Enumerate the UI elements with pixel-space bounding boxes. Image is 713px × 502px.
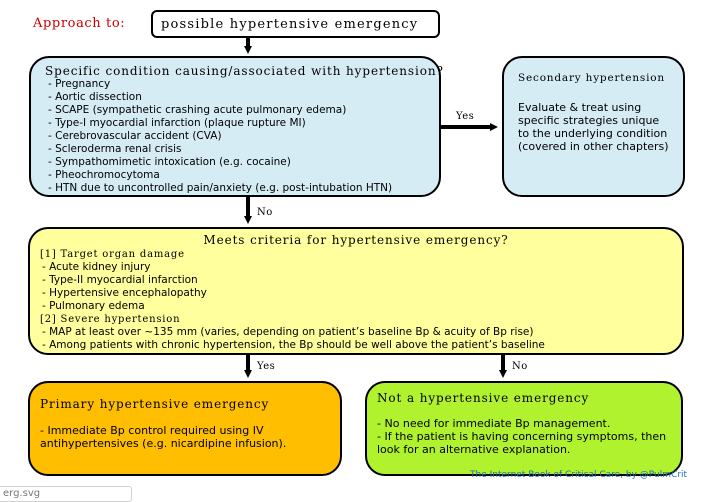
not-emergency-line: look for an alternative explanation. (377, 443, 571, 456)
condition-item: - Scleroderma renal crisis (48, 143, 182, 155)
secondary-line: (covered in other chapters) (518, 140, 669, 153)
condition-item: - Pheochromocytoma (48, 169, 160, 181)
condition-item: - Pregnancy (48, 78, 111, 90)
approach-label: Approach to: (33, 16, 126, 31)
condition-item: - Cerebrovascular accident (CVA) (48, 130, 222, 142)
not-emergency-box: Not a hypertensive emergency - No need f… (365, 381, 683, 476)
primary-title: Primary hypertensive emergency (40, 397, 270, 411)
secondary-title: Secondary hypertension (518, 72, 665, 84)
yes-label: Yes (257, 361, 276, 372)
criteria-question: Meets criteria for hypertensive emergenc… (203, 233, 509, 247)
severe-hypertension-title: [2] Severe hypertension (40, 314, 181, 325)
yes-label: Yes (456, 111, 475, 122)
no-label: No (257, 207, 273, 218)
specific-conditions-box: Specific condition causing/associated wi… (29, 56, 444, 197)
secondary-line: specific strategies unique (518, 114, 660, 127)
not-emergency-title: Not a hypertensive emergency (377, 391, 590, 405)
no-label: No (512, 361, 528, 372)
primary-line: antihypertensives (e.g. nicardipine infu… (40, 437, 287, 450)
condition-item: - HTN due to uncontrolled pain/anxiety (… (48, 182, 393, 194)
condition-item: - Type-I myocardial infarction (plaque r… (48, 117, 306, 129)
secondary-line: Evaluate & treat using (518, 101, 642, 114)
condition-item: - Aortic dissection (48, 91, 142, 103)
secondary-hypertension-box: Secondary hypertension Evaluate & treat … (502, 56, 685, 197)
condition-item: - Sympathomimetic intoxication (e.g. coc… (48, 156, 291, 168)
page-title: possible hypertensive emergency (151, 10, 440, 38)
primary-line: - Immediate Bp control required using IV (40, 424, 264, 437)
criteria-item: - Hypertensive encephalopathy (42, 287, 207, 299)
primary-emergency-box: Primary hypertensive emergency - Immedia… (28, 381, 342, 476)
condition-item: - SCAPE (sympathetic crashing acute pulm… (48, 104, 347, 116)
not-emergency-line: - If the patient is having concerning sy… (377, 430, 667, 443)
target-organ-title: [1] Target organ damage (40, 249, 185, 260)
criteria-item: - Pulmonary edema (42, 300, 145, 312)
criteria-item: - Among patients with chronic hypertensi… (42, 339, 545, 351)
specific-conditions-question: Specific condition causing/associated wi… (45, 64, 444, 78)
credit-text: The Internet Book of Critical Care, by @… (470, 470, 688, 480)
criteria-box: Meets criteria for hypertensive emergenc… (28, 227, 684, 355)
criteria-item: - Type-II myocardial infarction (42, 274, 198, 286)
not-emergency-line: - No need for immediate Bp management. (377, 417, 611, 430)
criteria-item: - MAP at least over ~135 mm (varies, dep… (42, 326, 534, 338)
criteria-item: - Acute kidney injury (42, 261, 151, 273)
secondary-line: to the underlying condition (518, 127, 668, 140)
